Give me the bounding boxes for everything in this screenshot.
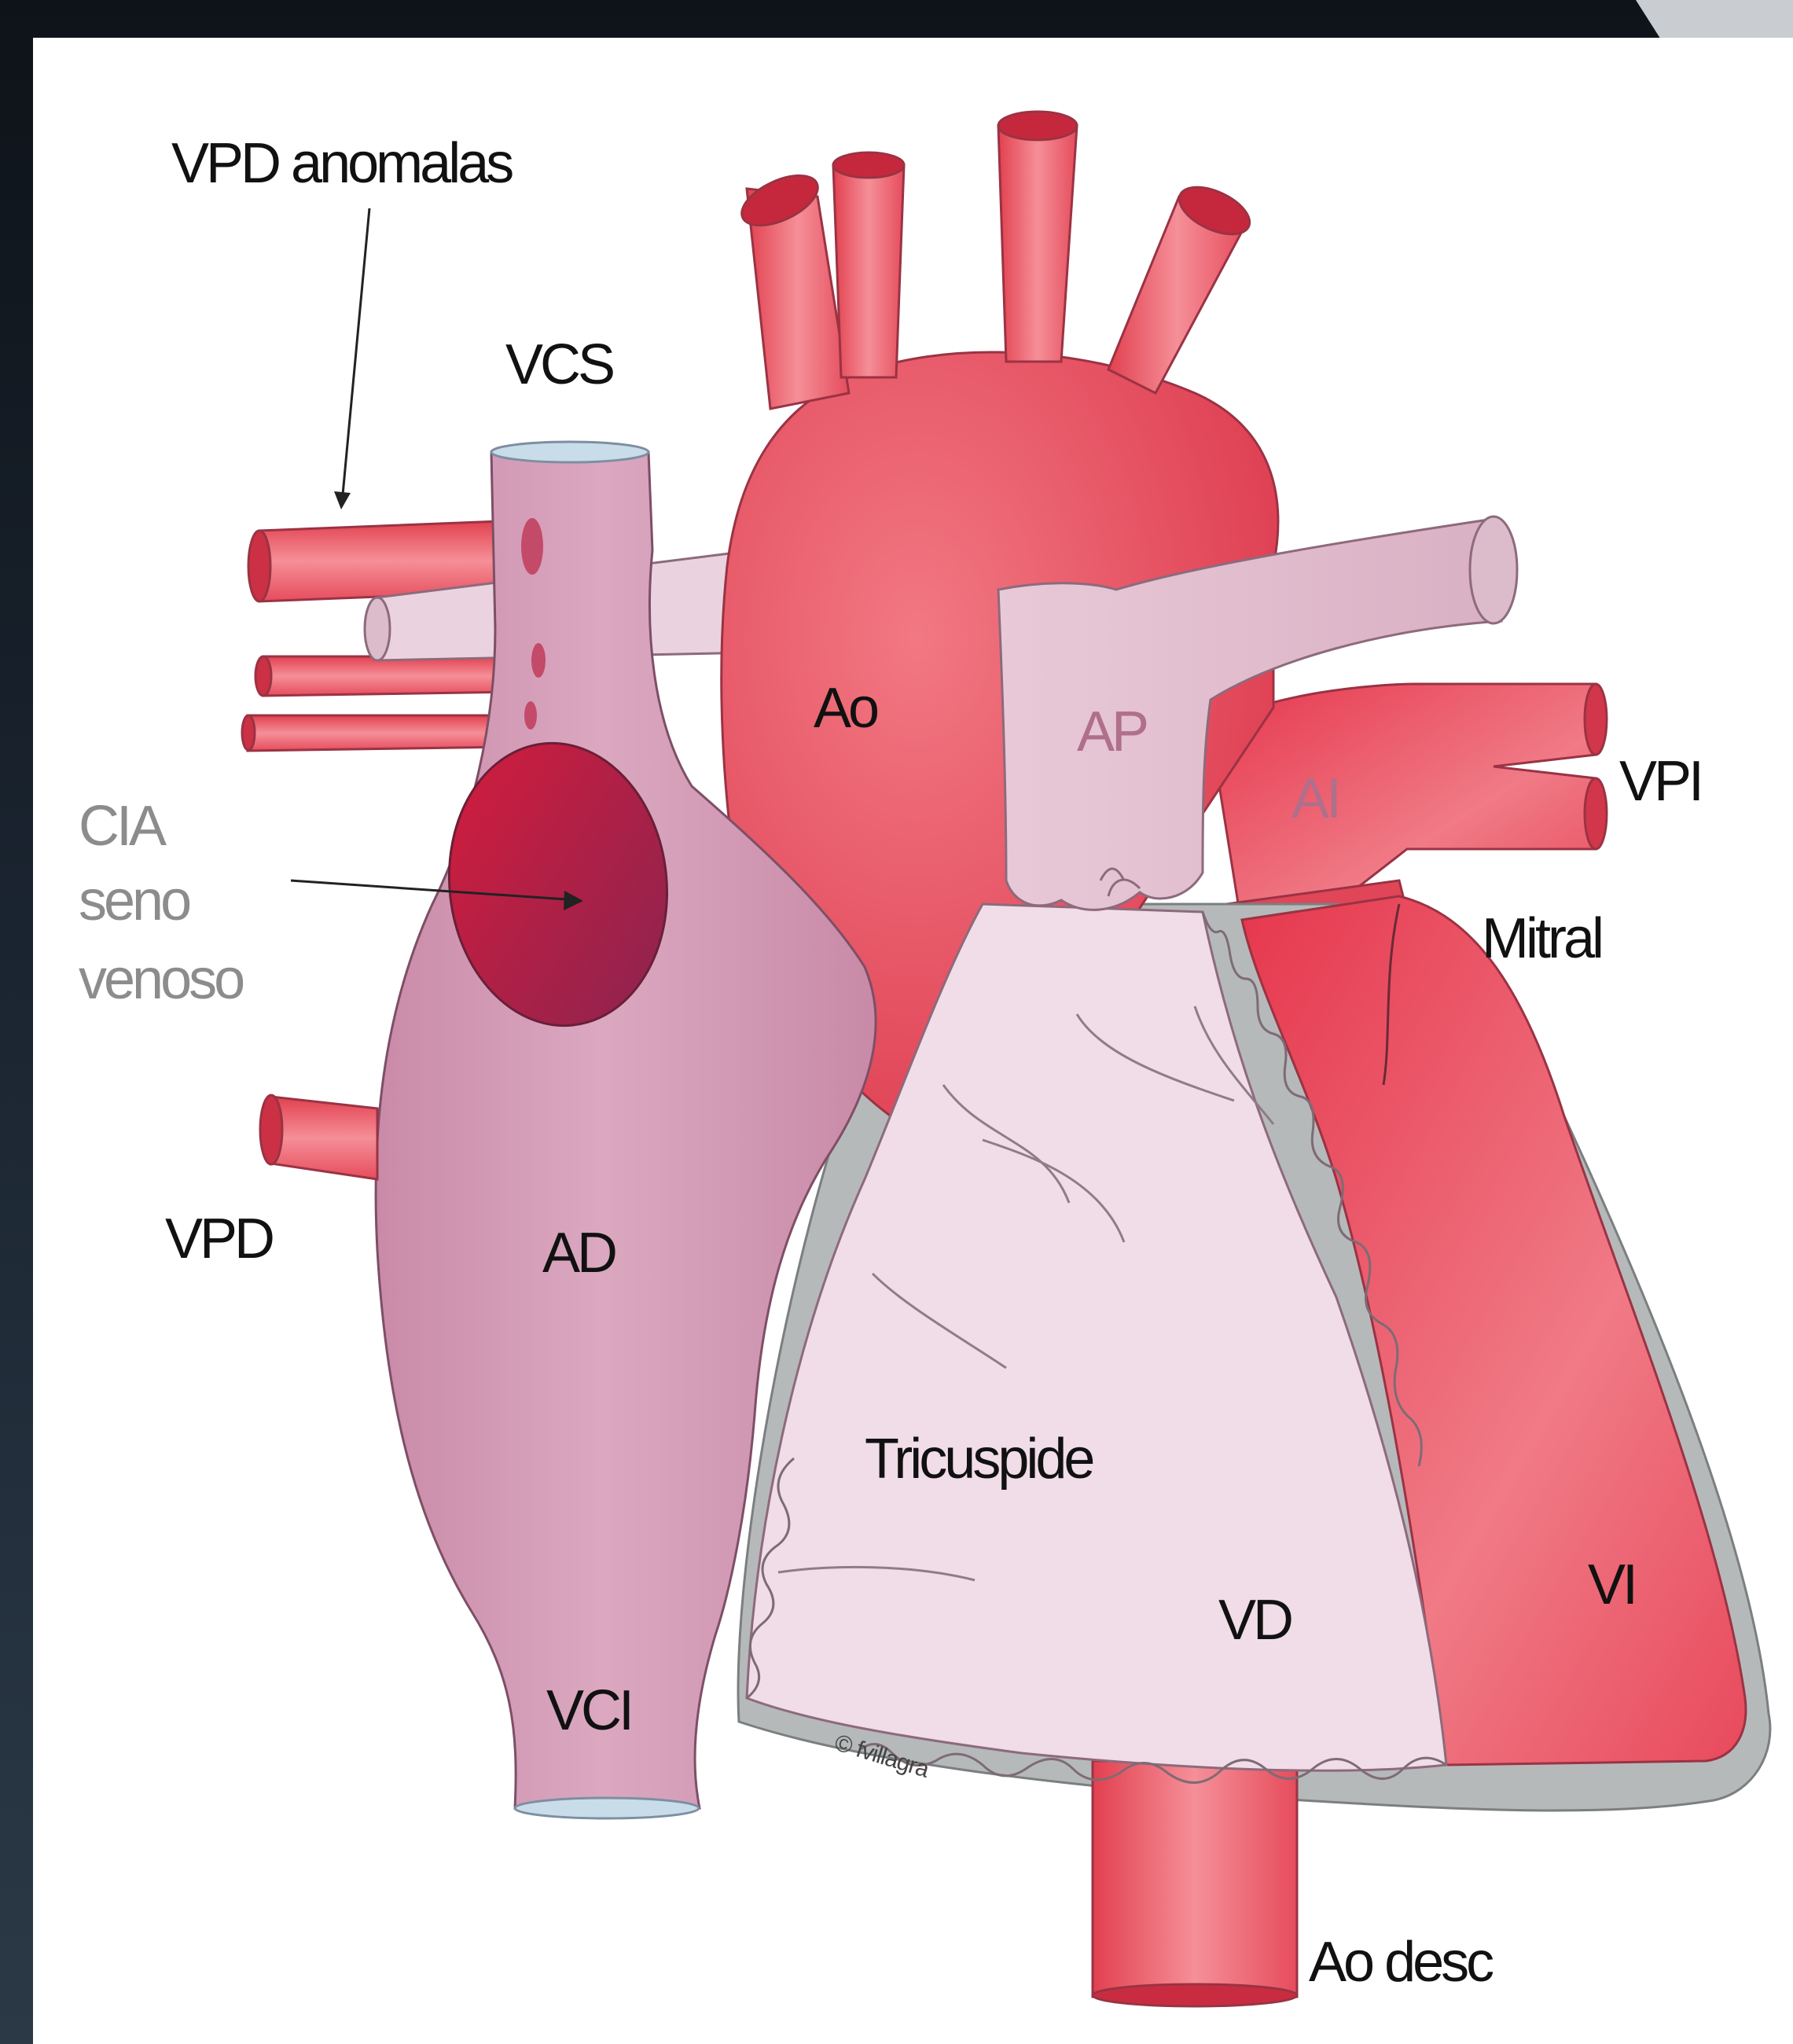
vpi-lower-end [1585, 778, 1607, 849]
vpd-normal-vein-end [260, 1095, 282, 1164]
vpd-anomalous-middle-end [255, 656, 271, 696]
svc-ostium-1 [521, 518, 543, 575]
vpd-anomalas-pointer [342, 208, 369, 503]
vpi-upper-end [1585, 684, 1607, 755]
label-seno: seno [79, 869, 190, 932]
label-vcs: VCS [505, 333, 613, 396]
label-cia: CIA [79, 795, 167, 858]
descending-aorta [1093, 1761, 1297, 1997]
left-pulmonary-artery-end [1470, 517, 1517, 623]
label-ad: AD [542, 1222, 615, 1285]
svc-top-opening [491, 442, 648, 462]
vpd-anomalas-arrowhead [334, 491, 351, 509]
label-ap: AP [1077, 700, 1147, 763]
vpd-anomalous-lower [248, 715, 511, 751]
label-vci: VCI [546, 1679, 631, 1742]
svc-ostium-2 [531, 643, 546, 678]
label-vpi: VPI [1619, 750, 1701, 813]
aorta-branch-2-end [833, 153, 904, 178]
slide: VPD anomalas VCS Ao AP AI VPI Mitral CIA… [33, 38, 1793, 2044]
vpd-normal-vein [271, 1097, 377, 1179]
label-vpd-anomalas: VPD anomalas [171, 132, 513, 195]
vpd-anomalous-lower-end [242, 715, 255, 750]
left-atrium [1211, 684, 1596, 928]
vpd-anomalous-upper-end [248, 531, 270, 601]
label-venoso: venoso [79, 948, 244, 1011]
descending-aorta-end [1093, 1984, 1297, 2006]
right-pulmonary-artery-end [365, 597, 390, 660]
vpd-anomalous-middle [263, 656, 519, 696]
corner-tab [1636, 0, 1793, 43]
label-tricuspide: Tricuspide [865, 1428, 1093, 1491]
aorta-branch-3 [998, 126, 1077, 362]
aorta-branch-3-end [998, 112, 1077, 140]
ivc-bottom-opening [515, 1798, 699, 1818]
heart-diagram: VPD anomalas VCS Ao AP AI VPI Mitral CIA… [33, 38, 1793, 2044]
svc-ostium-3 [524, 701, 537, 730]
label-ao-desc: Ao desc [1309, 1931, 1494, 1994]
label-ao: Ao [814, 677, 878, 740]
aorta-branch-2 [833, 165, 904, 377]
label-vpd: VPD [165, 1208, 273, 1270]
label-ai: AI [1291, 767, 1339, 830]
label-vi: VI [1588, 1553, 1635, 1616]
label-vd: VD [1218, 1589, 1291, 1652]
label-mitral: Mitral [1482, 907, 1601, 970]
